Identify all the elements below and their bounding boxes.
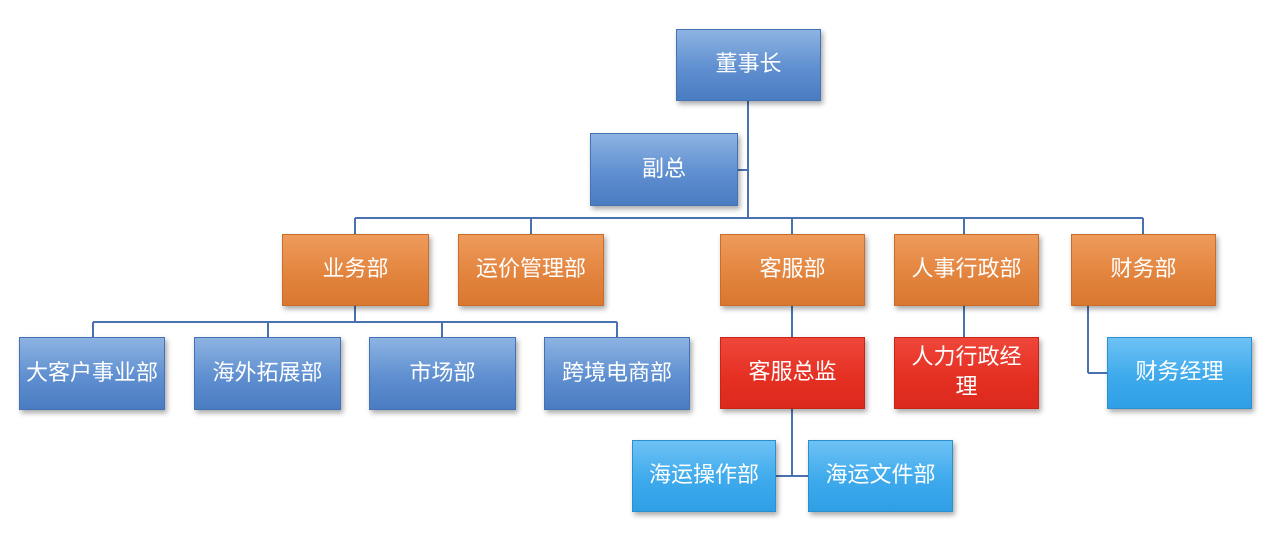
freight-pricing-department-box: 运价管理部 [458, 234, 604, 306]
chairman-box: 董事长 [676, 29, 821, 101]
customer-service-director-box: 客服总监 [720, 337, 865, 409]
cross-border-ecommerce-box: 跨境电商部 [544, 337, 690, 410]
vice-president-box: 副总 [590, 133, 738, 206]
customer-service-department-box: 客服部 [720, 234, 865, 306]
business-department-box: 业务部 [282, 234, 429, 306]
hr-admin-manager-box: 人力行政经理 [894, 337, 1039, 409]
hr-admin-department-box: 人事行政部 [894, 234, 1039, 306]
ocean-operations-box: 海运操作部 [632, 440, 776, 512]
marketing-department-box: 市场部 [369, 337, 516, 410]
finance-manager-box: 财务经理 [1107, 337, 1252, 409]
overseas-expansion-box: 海外拓展部 [194, 337, 341, 410]
ocean-documentation-box: 海运文件部 [808, 440, 953, 512]
finance-department-box: 财务部 [1071, 234, 1216, 306]
key-accounts-division-box: 大客户事业部 [19, 337, 165, 410]
